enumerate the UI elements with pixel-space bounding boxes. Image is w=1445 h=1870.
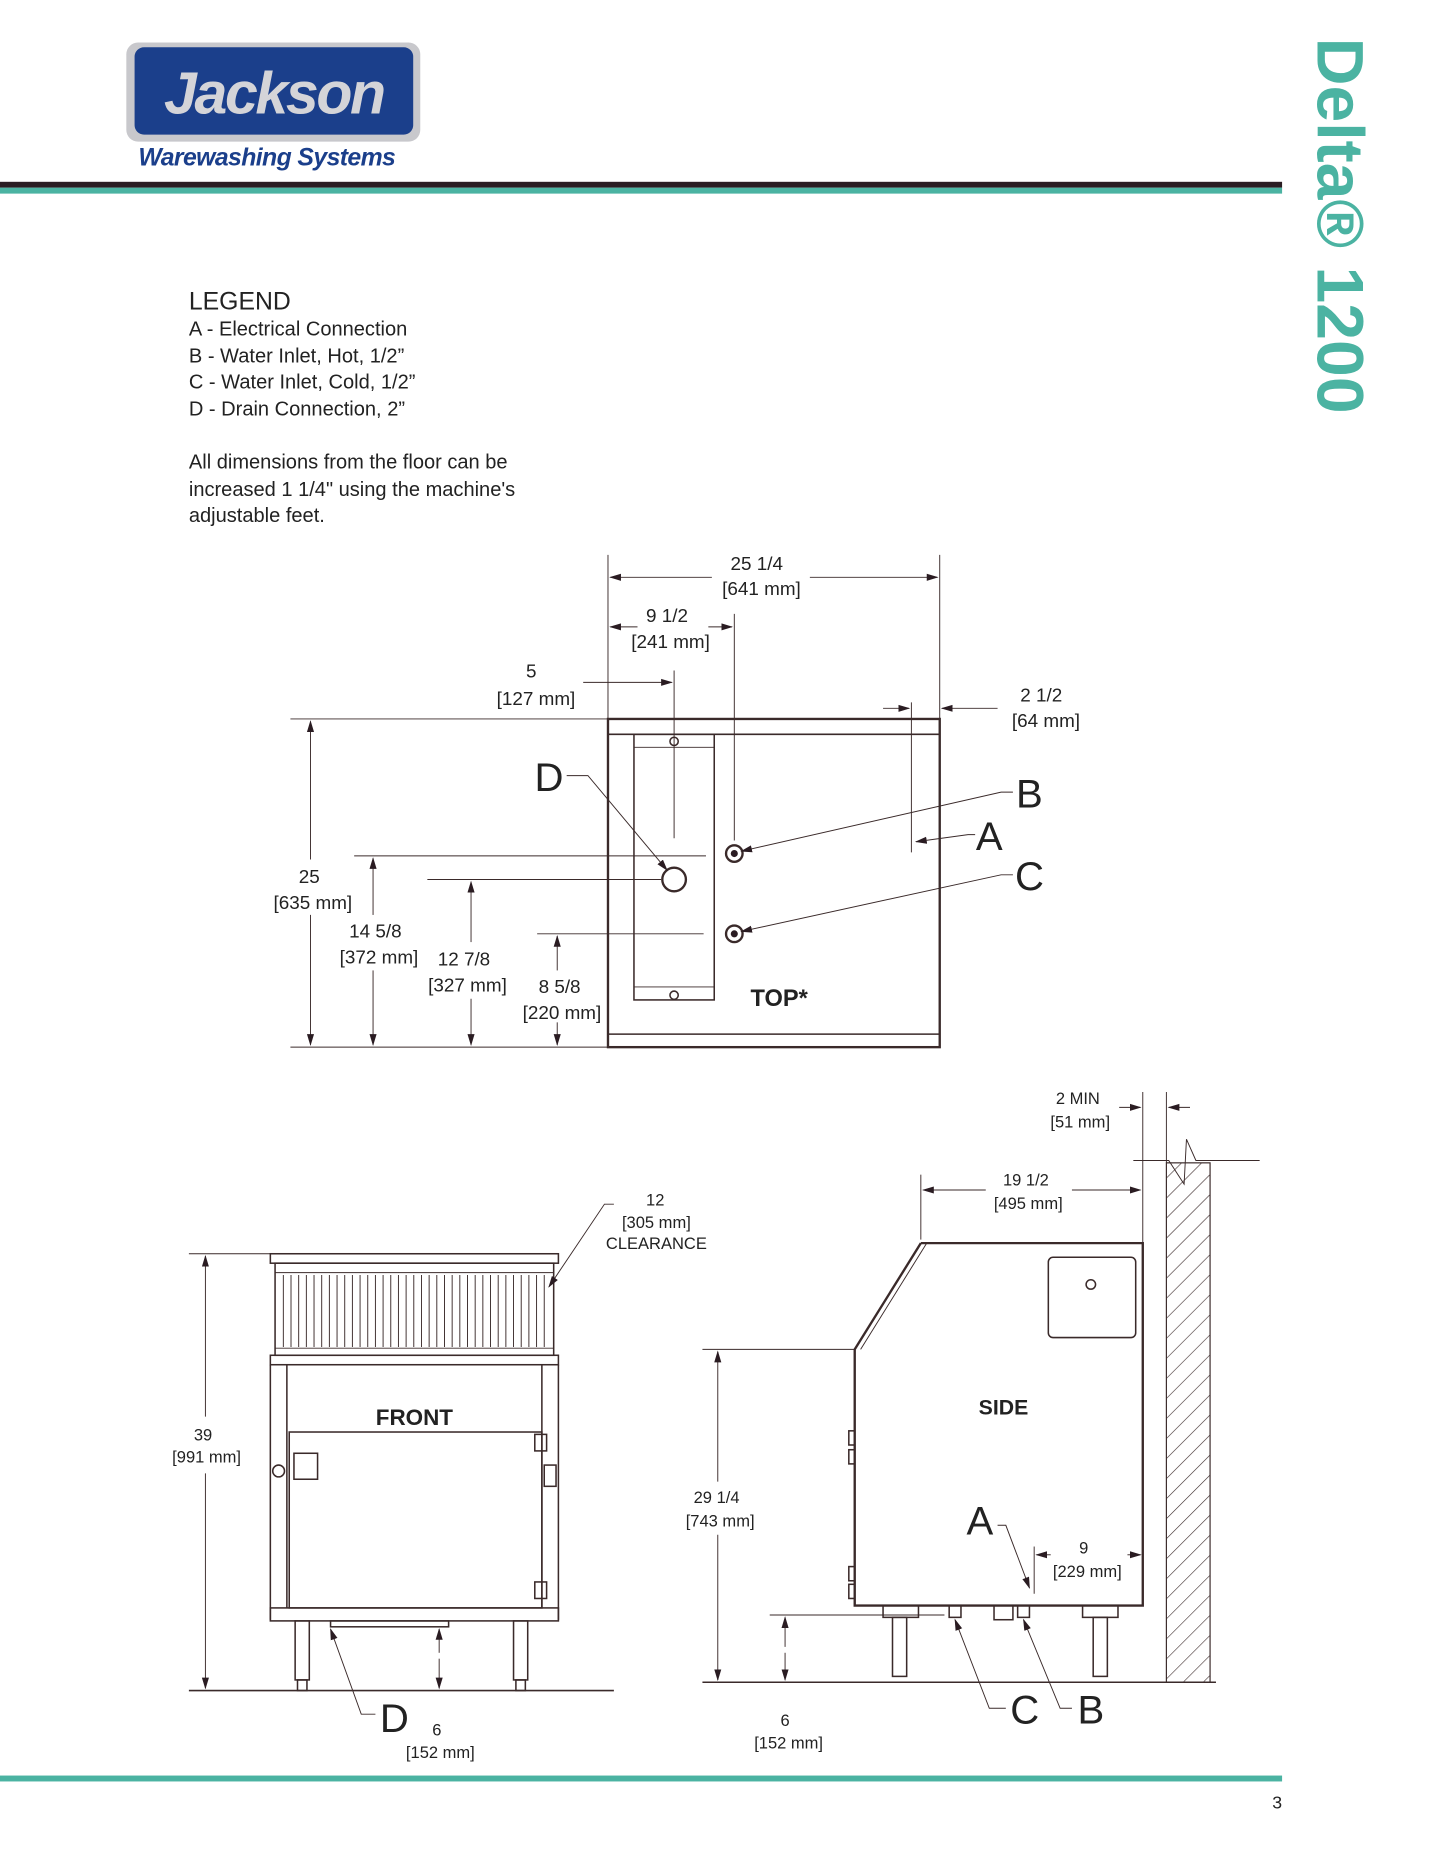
legend-item: C - Water Inlet, Cold, 1/2” <box>189 371 416 393</box>
legend-item: A - Electrical Connection <box>189 318 407 340</box>
dimension-label: 39 <box>194 1425 212 1444</box>
legend-title: LEGEND <box>189 288 291 315</box>
jackson-logo: Jackson Warewashing Systems <box>126 42 421 171</box>
dimension-label: CLEARANCE <box>606 1234 707 1253</box>
dimension-label: 14 5/8 <box>349 921 401 942</box>
dimension-label: 8 5/8 <box>539 977 581 998</box>
dimension-label: [305 mm] <box>622 1213 691 1232</box>
dimension-label: [241 mm] <box>631 632 710 653</box>
top-view-drawing: D B A C TOP* 25 1/4 [641 mm] 9 1/2 [241 … <box>274 554 1080 1049</box>
dimension-label: [51 mm] <box>1050 1112 1110 1131</box>
page-number: 3 <box>1272 1793 1282 1813</box>
dimension-label: [220 mm] <box>523 1003 602 1024</box>
legend-note: adjustable feet. <box>189 505 325 527</box>
header-rule-dark <box>0 181 1283 188</box>
wall-icon <box>1165 1162 1211 1683</box>
dimension-label: [127 mm] <box>497 689 576 710</box>
dimension-label: [152 mm] <box>406 1743 475 1762</box>
dimension-label: 2 MIN <box>1056 1089 1100 1108</box>
legend-note: increased 1 1/4" using the machine's <box>189 479 515 501</box>
dimension-label: 6 <box>780 1711 789 1730</box>
legend: LEGEND A - Electrical Connection B - Wat… <box>189 288 515 526</box>
dimension-label: 5 <box>526 662 537 683</box>
callout-b: B <box>1016 772 1043 817</box>
callout-d: D <box>534 755 563 800</box>
legend-item: D - Drain Connection, 2” <box>189 399 405 421</box>
dimension-label: 9 1/2 <box>646 606 688 627</box>
dimension-label: 12 <box>646 1190 664 1209</box>
dimension-label: [743 mm] <box>686 1511 755 1530</box>
dimension-label: [991 mm] <box>172 1448 241 1467</box>
dimension-label: [327 mm] <box>428 976 507 997</box>
dimension-label: [229 mm] <box>1053 1562 1122 1581</box>
top-view-label: TOP* <box>751 986 809 1012</box>
dimension-label: [495 mm] <box>994 1194 1063 1213</box>
callout-a: A <box>966 1499 993 1544</box>
dimension-label: [641 mm] <box>722 579 801 600</box>
front-view-drawing: FRONT 39 [991 mm] 12 [305 mm] CLEARANCE … <box>172 1190 707 1762</box>
callout-a: A <box>976 814 1003 859</box>
footer-rule-teal <box>0 1775 1283 1782</box>
header-rule-teal <box>0 187 1283 194</box>
dimension-label: [635 mm] <box>274 893 353 914</box>
dimension-label: 29 1/4 <box>694 1488 740 1507</box>
dimension-label: Jackson <box>164 60 384 126</box>
front-view-label: FRONT <box>376 1405 454 1430</box>
dimension-label: 12 7/8 <box>438 950 490 971</box>
callout-d: D <box>380 1696 409 1741</box>
side-view-drawing: SIDE 2 MIN [51 mm] 19 1/2 [495 mm] 29 1/… <box>686 1089 1260 1752</box>
dimension-label: 19 1/2 <box>1003 1170 1049 1189</box>
side-view-label: SIDE <box>979 1395 1029 1419</box>
logo-tagline: Warewashing Systems <box>138 144 395 171</box>
callout-b: B <box>1077 1688 1104 1733</box>
dimension-label: [152 mm] <box>754 1733 823 1752</box>
legend-item: B - Water Inlet, Hot, 1/2” <box>189 345 404 367</box>
dimension-label: 9 <box>1079 1539 1088 1558</box>
front-door <box>288 1431 543 1609</box>
dimension-label: [372 mm] <box>340 947 419 968</box>
drain-connection-icon <box>661 866 688 893</box>
callout-c: C <box>1010 1688 1039 1733</box>
dimension-label: [64 mm] <box>1012 711 1080 732</box>
dimension-label: 2 1/2 <box>1020 685 1062 706</box>
callout-c: C <box>1015 854 1044 899</box>
dimension-label: 6 <box>432 1720 441 1739</box>
dimension-label: 25 <box>299 867 320 888</box>
legend-note: All dimensions from the floor can be <box>189 452 508 474</box>
dimension-label: 25 1/4 <box>730 554 782 575</box>
product-title: Delta® 1200 <box>1303 38 1377 414</box>
